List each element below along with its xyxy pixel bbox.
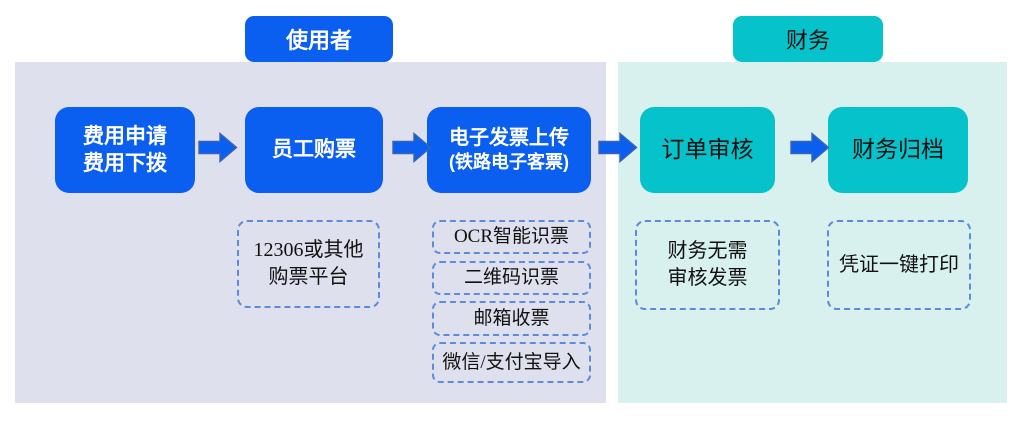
arrow-right-icon: [392, 132, 432, 163]
step-label-line: 财务归档: [852, 137, 944, 163]
step-label-line: 电子发票上传: [449, 127, 569, 150]
step-box-expense-request: 费用申请 费用下拨: [55, 107, 195, 193]
note-box-qrcode-recognition: 二维码识票: [432, 261, 591, 295]
note-text-line: 凭证一键打印: [839, 253, 959, 276]
arrow-right-icon: [198, 132, 238, 163]
lane-badge-user-label: 使用者: [285, 28, 352, 53]
lane-badge-user: 使用者: [245, 16, 393, 62]
step-box-order-review: 订单审核: [640, 107, 775, 193]
step-box-einvoice-upload: 电子发票上传 (铁路电子客票): [427, 107, 591, 193]
note-box-purchase-platform: 12306或其他 购票平台: [237, 220, 380, 308]
note-text-line: 二维码识票: [463, 267, 559, 289]
note-text-line: 财务无需: [667, 240, 748, 262]
step-label-line: 订单审核: [661, 137, 754, 163]
note-text-line: 购票平台: [268, 266, 349, 288]
step-label-subline: (铁路电子客票): [449, 152, 569, 173]
note-box-voucher-one-click-print: 凭证一键打印: [827, 220, 971, 310]
note-text-line: 邮箱收票: [473, 307, 550, 329]
arrow-right-icon: [598, 132, 638, 163]
step-box-employee-ticket-purchase: 员工购票: [245, 107, 383, 193]
step-label-line: 员工购票: [272, 138, 356, 162]
note-box-ocr-recognition: OCR智能识票: [432, 220, 591, 254]
step-label-line: 费用申请: [83, 124, 167, 148]
step-box-finance-archive: 财务归档: [828, 107, 968, 193]
note-text-line: 12306或其他: [253, 239, 364, 261]
note-box-wechat-alipay-import: 微信/支付宝导入: [432, 342, 591, 383]
note-text-line: 审核发票: [667, 267, 748, 289]
note-text-line: 微信/支付宝导入: [442, 351, 581, 373]
note-text-line: OCR智能识票: [453, 226, 570, 248]
arrow-right-icon: [790, 132, 830, 163]
step-label-line: 费用下拨: [83, 152, 167, 175]
note-box-email-receive: 邮箱收票: [432, 301, 591, 336]
note-box-finance-no-review: 财务无需 审核发票: [635, 220, 780, 310]
lane-badge-finance: 财务: [733, 16, 883, 62]
lane-badge-finance-label: 财务: [785, 28, 830, 53]
